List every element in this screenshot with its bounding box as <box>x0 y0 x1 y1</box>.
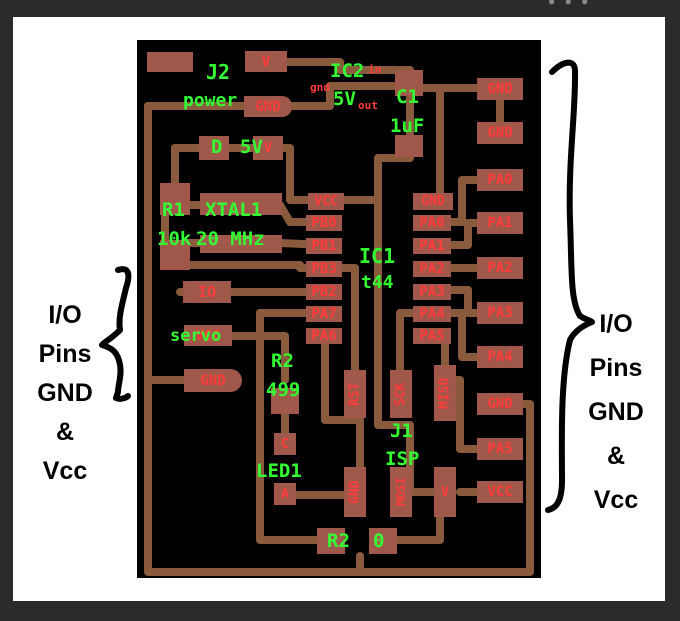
label-r1-value: 10k <box>157 228 192 250</box>
ic2-in-pin: in <box>368 63 382 76</box>
trace-vcc-isp <box>374 196 444 496</box>
pad-r1-top <box>160 183 190 215</box>
pad-hdr-pa4: PA4 <box>477 346 523 368</box>
label-ic2: IC2 <box>330 60 365 82</box>
pad-c1 <box>395 135 423 157</box>
label-d: D <box>211 136 223 158</box>
pad-v-top: V <box>245 51 287 72</box>
label-r2-value: 499 <box>266 379 301 401</box>
ic2-gnd-pin: gnd <box>310 81 330 94</box>
pad-hdr-gnd-2: GND <box>477 122 523 144</box>
pad-r2b-right <box>369 528 397 554</box>
right-annotation-line: Pins <box>589 354 643 382</box>
pad-ic-pa2: PA2 <box>413 261 451 277</box>
pad-hdr-vcc: VCC <box>477 481 523 503</box>
pad-isp-v: V <box>434 467 456 517</box>
left-annotation-line: I/O <box>48 301 82 329</box>
pad-pb2: PB2 <box>306 284 342 300</box>
right-annotation-line: & <box>606 442 626 470</box>
pad-d-v: V <box>253 136 283 160</box>
pad-xtal-top <box>200 193 282 215</box>
pad-pb3: PB3 <box>306 261 342 277</box>
pad-ic-pa4: PA4 <box>413 306 451 322</box>
label-ic1: IC1 <box>359 244 396 268</box>
pad-ic-pa1: PA1 <box>413 238 451 254</box>
pad-ic2 <box>395 70 423 96</box>
pad-led-a: A <box>274 483 296 505</box>
pad-pb1: PB1 <box>306 238 342 254</box>
ic2-out-pin: out <box>358 99 378 112</box>
pad-blank-top <box>147 52 193 72</box>
pad-ic-pa5: PA5 <box>413 328 451 344</box>
right-annotation: I/O Pins GND & Vcc <box>578 302 654 522</box>
pad-hdr-gnd-1: GND <box>477 78 523 100</box>
label-r2-zero: R2 <box>327 530 350 552</box>
pad-io: IO <box>183 281 231 303</box>
right-annotation-line: I/O <box>599 310 633 338</box>
right-annotation-line: GND <box>588 398 644 426</box>
pad-hdr-pa2: PA2 <box>477 257 523 279</box>
trace-pa6 <box>321 332 364 484</box>
label-c1-value: 1uF <box>390 115 425 137</box>
label-xtal1: XTAL1 <box>205 199 263 221</box>
left-annotation: I/O Pins GND & Vcc <box>30 296 100 491</box>
label-ic2-5v: 5V <box>333 88 356 110</box>
pad-r2-bottom <box>271 388 299 414</box>
pad-hdr-pa5: PA5 <box>477 438 523 460</box>
pad-hdr-pa3: PA3 <box>477 302 523 324</box>
pad-xtal-bottom <box>200 235 282 253</box>
left-brace <box>99 266 132 402</box>
pad-hdr-pa1: PA1 <box>477 212 523 234</box>
label-xtal-value: 20 MHz <box>196 228 265 250</box>
label-servo: servo <box>170 326 222 346</box>
label-r2: R2 <box>271 350 294 372</box>
window-dots: ● ● ● <box>548 0 592 8</box>
label-r2-zero-value: 0 <box>373 530 385 552</box>
pad-hdr-pa0: PA0 <box>477 169 523 191</box>
pad-hdr-gnd-3: GND <box>477 393 523 415</box>
left-annotation-line: Vcc <box>42 457 88 485</box>
pad-gnd-servo: GND <box>184 369 242 392</box>
label-c1: C1 <box>396 86 419 108</box>
label-ic1-t44: t44 <box>361 272 394 293</box>
pad-ic-pa0: PA0 <box>413 215 451 231</box>
pad-ic-pa3: PA3 <box>413 284 451 300</box>
right-annotation-line: Vcc <box>593 486 639 514</box>
trace-pa7-r2 <box>256 309 339 544</box>
pad-pa7: PA7 <box>306 306 342 322</box>
pad-pa6: PA6 <box>306 328 342 344</box>
right-brace <box>545 59 595 513</box>
pad-led-c: C <box>274 433 296 455</box>
left-annotation-line: & <box>55 418 75 446</box>
trace-d-vcc <box>276 144 329 204</box>
pad-d-left <box>199 136 229 160</box>
left-annotation-line: GND <box>37 379 93 407</box>
label-power: power <box>183 90 238 111</box>
label-led1: LED1 <box>256 460 302 482</box>
trace-v-top <box>251 58 414 74</box>
pad-r1-bottom <box>160 240 190 270</box>
label-d-5v: 5V <box>240 136 263 158</box>
pad-gnd-ic: GND <box>413 193 453 210</box>
trace-gnd-ic2 <box>266 82 409 110</box>
label-r1: R1 <box>162 199 185 221</box>
pad-vcc-ic: VCC <box>308 193 344 210</box>
trace-gnd-left <box>144 102 364 576</box>
label-isp: ISP <box>385 448 420 470</box>
pad-pb0: PB0 <box>306 215 342 231</box>
trace-servo <box>226 332 289 384</box>
label-j1: J1 <box>390 420 413 442</box>
pad-r2b-left <box>317 528 345 554</box>
left-annotation-line: Pins <box>38 340 92 368</box>
label-j2: J2 <box>206 60 231 84</box>
pad-vcc-servo: VCC <box>184 325 232 346</box>
pad-j2-gnd: GND <box>244 96 292 117</box>
